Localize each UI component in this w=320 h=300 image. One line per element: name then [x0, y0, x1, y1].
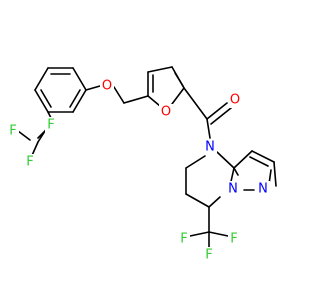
bond	[72, 67, 87, 91]
bond	[185, 193, 210, 208]
carbonyl-oxygen-label: O	[230, 93, 240, 108]
molecule-drawing: F F F O O O N N N F F F	[7, 66, 277, 263]
bond	[206, 118, 211, 139]
molecule-structure-canvas: F F F O O O N N N F F F	[7, 66, 277, 263]
bond	[185, 155, 206, 169]
bond	[233, 167, 239, 176]
bond	[208, 231, 229, 237]
amide-nitrogen-label: N	[205, 140, 215, 155]
bridge-nitrogen-label: N	[228, 182, 238, 197]
bond	[69, 89, 81, 108]
bond	[85, 85, 101, 91]
bond	[174, 72, 184, 87]
bond	[171, 87, 185, 105]
bond	[216, 151, 235, 169]
fluorine-atom-label: F	[230, 232, 237, 247]
bond	[34, 89, 49, 113]
bond	[72, 89, 87, 113]
bond	[113, 86, 125, 104]
bond	[34, 67, 49, 91]
fluorine-atom-label: F	[180, 232, 187, 247]
bond	[40, 89, 52, 108]
bond	[233, 150, 253, 169]
bond	[273, 161, 277, 187]
fluorine-atom-label: F	[205, 248, 212, 263]
bond	[123, 95, 149, 104]
bond	[206, 102, 228, 120]
bond	[183, 87, 208, 120]
bond	[147, 95, 161, 107]
bonds	[17, 66, 277, 249]
pyrazole-nitrogen-label: N	[258, 182, 268, 197]
ether-oxygen-label: O	[102, 79, 112, 94]
bond	[249, 156, 269, 167]
furan-oxygen-label: O	[161, 105, 171, 120]
fluorine-atom-label: F	[47, 118, 54, 133]
bond	[189, 231, 210, 237]
fluorine-atom-label: F	[26, 155, 33, 170]
bond	[17, 130, 31, 141]
bond	[208, 196, 221, 208]
fluorine-atom-label: F	[9, 124, 16, 139]
atom-labels: F F F O O O N N N F F F	[7, 78, 270, 263]
bond	[147, 66, 173, 73]
bond	[251, 150, 275, 163]
bond	[210, 107, 232, 125]
